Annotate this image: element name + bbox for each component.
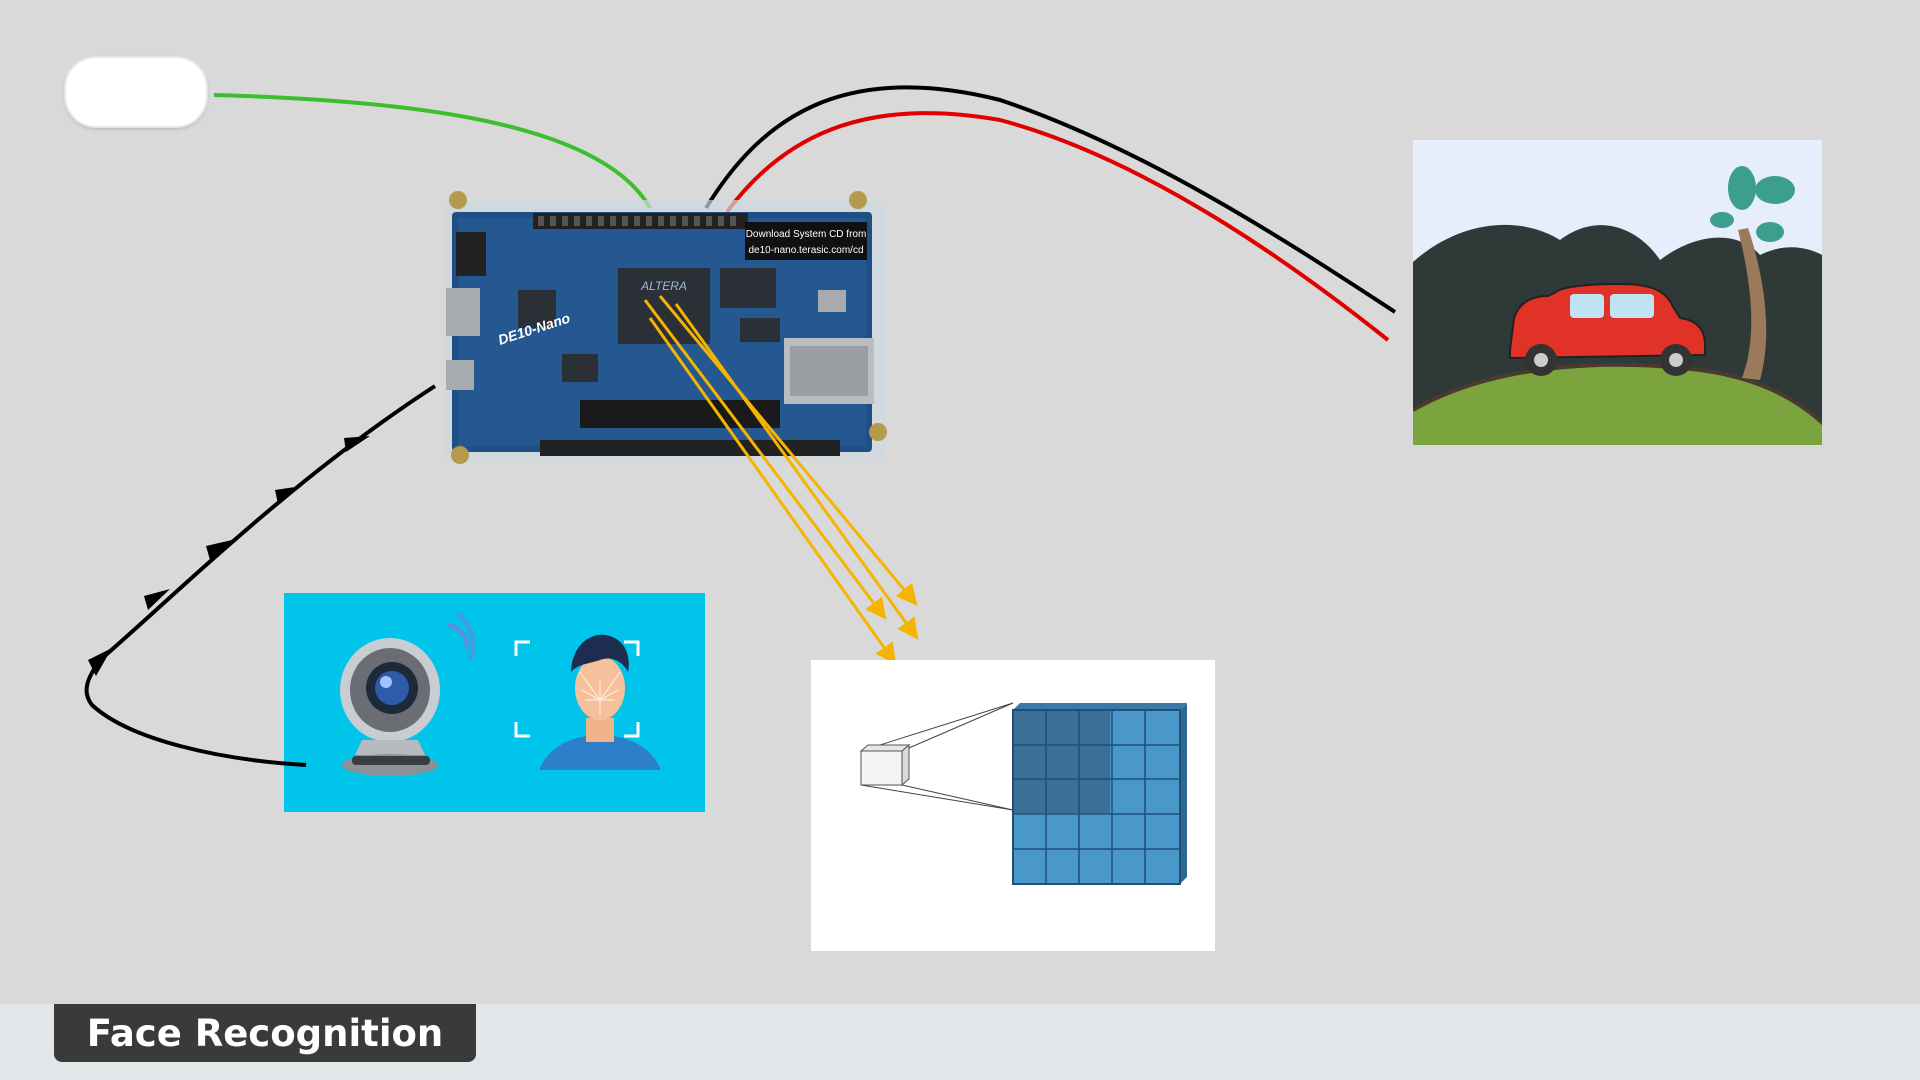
green-wire [213,93,652,209]
fpga-chip-text: ALTERA [640,279,687,293]
cnn-cube [811,660,1215,951]
flow-arrowheads [88,436,370,676]
data-arrows [643,295,919,665]
board-label-1: Download System CD from [746,229,867,240]
red-wire [725,111,1390,342]
face-scan-icon [514,634,660,770]
board-label-2: de10-nano.terasic.com/cd [748,245,863,256]
webcam-icon [340,611,476,776]
car-scene [1413,140,1822,445]
button-pill[interactable] [66,58,206,126]
camera-face-panel [284,593,705,812]
slide-title: Face Recognition [54,1004,476,1062]
black-wire [704,85,1397,314]
